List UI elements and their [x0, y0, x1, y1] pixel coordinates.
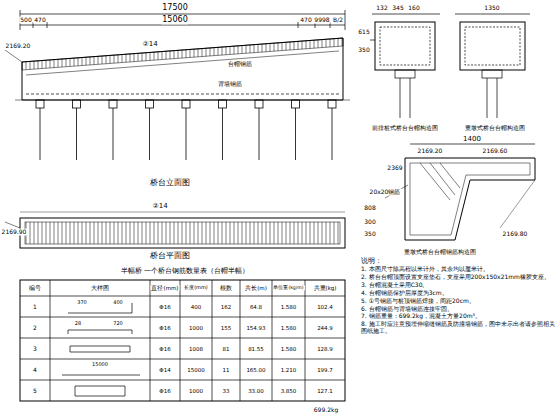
table-header: 大样图 [90, 285, 110, 291]
dimension-label: 15060 [161, 15, 188, 24]
dimension-label: 160 [407, 5, 420, 12]
table-cell: 127.1 [316, 387, 334, 393]
table-cell: 102.4 [316, 303, 334, 309]
table-cell: Φ16 [158, 387, 171, 393]
table-cell: 15000 [186, 366, 206, 372]
dimension-label: 1350 [483, 5, 500, 12]
dimension-label: 1400 [462, 135, 482, 143]
table-cell: 3.850 [280, 387, 298, 393]
dimension-label: 2169.80 [502, 231, 529, 238]
table-cell: Φ16 [158, 324, 171, 330]
dimension-label: 615 [357, 29, 370, 36]
table-cell: 81 [222, 345, 231, 351]
table-cell: 28 [74, 321, 82, 327]
table-cell: 165.00 [245, 366, 266, 372]
table-cell: 1.580 [280, 324, 298, 330]
table-cell: 1 [32, 303, 38, 310]
table-cell: 81.55 [247, 345, 265, 351]
dimension-label: 2169.20 [417, 148, 444, 155]
rebar-label: 背墙钢筋 [217, 81, 243, 88]
table-cell: 1.580 [280, 303, 298, 309]
rebar-label: 台帽钢筋 [227, 61, 253, 68]
dimension-label: ②14 [141, 40, 158, 48]
note-text: 7. 钢筋重量：699.2kg，混凝土方量20m³。 [360, 313, 557, 320]
dimension-label: 350 [363, 231, 376, 238]
dimension-label: 2169.20 [5, 43, 32, 50]
table-header: 共长(m) [244, 285, 268, 291]
table-cell: 400 [112, 300, 124, 306]
view-title: 桥台立面图 [149, 178, 191, 187]
note-text: 2. 桥台台帽顶面设置支座垫石，支座采用200x150x21mm橡胶支座。 [360, 274, 557, 281]
table-cell: 699.2kg [313, 407, 339, 414]
note-text: 4. 台帽钢筋保护层厚度为3cm。 [360, 290, 557, 297]
dimension-label: 2369 [386, 165, 403, 172]
dimension-label: 300 [363, 219, 376, 226]
dimension-label: 350 [357, 47, 370, 54]
table-cell: 1000 [188, 387, 204, 393]
table-header: 编号 [28, 285, 42, 291]
table-cell: 64.8 [249, 303, 263, 309]
dimension-label: B/2 [332, 17, 344, 24]
table-cell: 155 [220, 324, 233, 330]
dimension-label: 345 [391, 5, 404, 12]
table-cell: 1008 [188, 345, 204, 351]
table-cell: 15000 [91, 362, 109, 368]
table-cell: 154.93 [245, 324, 266, 330]
view-title: 重墩式桥台台帽构造图 [464, 125, 526, 132]
table-cell: 199.7 [316, 366, 334, 372]
table-cell: 2 [32, 324, 38, 331]
dimension-label: 470 [33, 17, 46, 24]
table-header: 根数 [219, 285, 233, 291]
table-cell: 720 [112, 321, 124, 327]
table-cell: Φ14 [158, 366, 171, 372]
note-text: 1. 本图尺寸除高程以米计外，其余均以厘米计。 [360, 266, 557, 273]
table-cell: 1.210 [280, 366, 298, 372]
dimension-label: 132 [375, 5, 388, 12]
note-text: 说明： [360, 257, 383, 265]
dimension-label: 9998 [313, 17, 330, 24]
table-header: 共重(kg) [313, 285, 338, 291]
dimension-label: 2169.60 [482, 148, 509, 155]
note-text: 5. ①号钢筋与桩顶钢筋焊接，间距20cm。 [360, 298, 557, 305]
note-text: 3. 台帽混凝土采用C30。 [360, 282, 557, 289]
table-cell: 400 [190, 303, 203, 309]
table-cell: 370 [76, 300, 88, 306]
table-cell: 3 [32, 345, 38, 352]
table-title: 半幅桥 一个桥台钢筋数量表（台帽半幅） [120, 267, 250, 275]
table-cell: 5 [32, 387, 38, 394]
dimension-label: 470 [299, 17, 312, 24]
note-text: 6. 台帽钢筋与背墙钢筋连接牢固。 [360, 306, 557, 313]
dimension-label: ②14 [151, 202, 168, 210]
table-header: 直径(mm) [150, 285, 179, 291]
table-cell: 33.00 [247, 387, 265, 393]
table-cell: 33 [222, 387, 231, 393]
view-title: 前排桩式桥台台帽构造图 [371, 125, 439, 132]
note-text: 8. 施工时应注意预埋伸缩缝钢筋及防撞墙钢筋，图中未示出者请参照相关图纸施工。 [360, 321, 557, 335]
table-header: 长度(mm) [183, 285, 209, 291]
view-title: 桥台平面图 [149, 251, 191, 260]
table-header: 单位重(kg/m) [272, 285, 304, 290]
table-cell: 1.580 [280, 345, 298, 351]
table-cell: 162 [220, 303, 233, 309]
rebar-label: 20x20钢筋 [369, 189, 402, 196]
dimension-label: 808 [363, 205, 376, 212]
dimension-label: 17500 [161, 3, 188, 12]
table-cell: 1000 [188, 324, 204, 330]
table-cell: Φ16 [158, 303, 171, 309]
table-cell: 11 [222, 366, 231, 372]
dimension-label: 2169.90 [1, 229, 28, 236]
view-title: 重墩式桥台台帽钢筋构造图 [403, 249, 477, 256]
table-cell: 128.9 [316, 345, 334, 351]
table-cell: Φ16 [158, 345, 171, 351]
table-cell: 244.9 [316, 324, 334, 330]
table-cell: 4 [32, 366, 38, 373]
dimension-label: 500 [19, 17, 32, 24]
